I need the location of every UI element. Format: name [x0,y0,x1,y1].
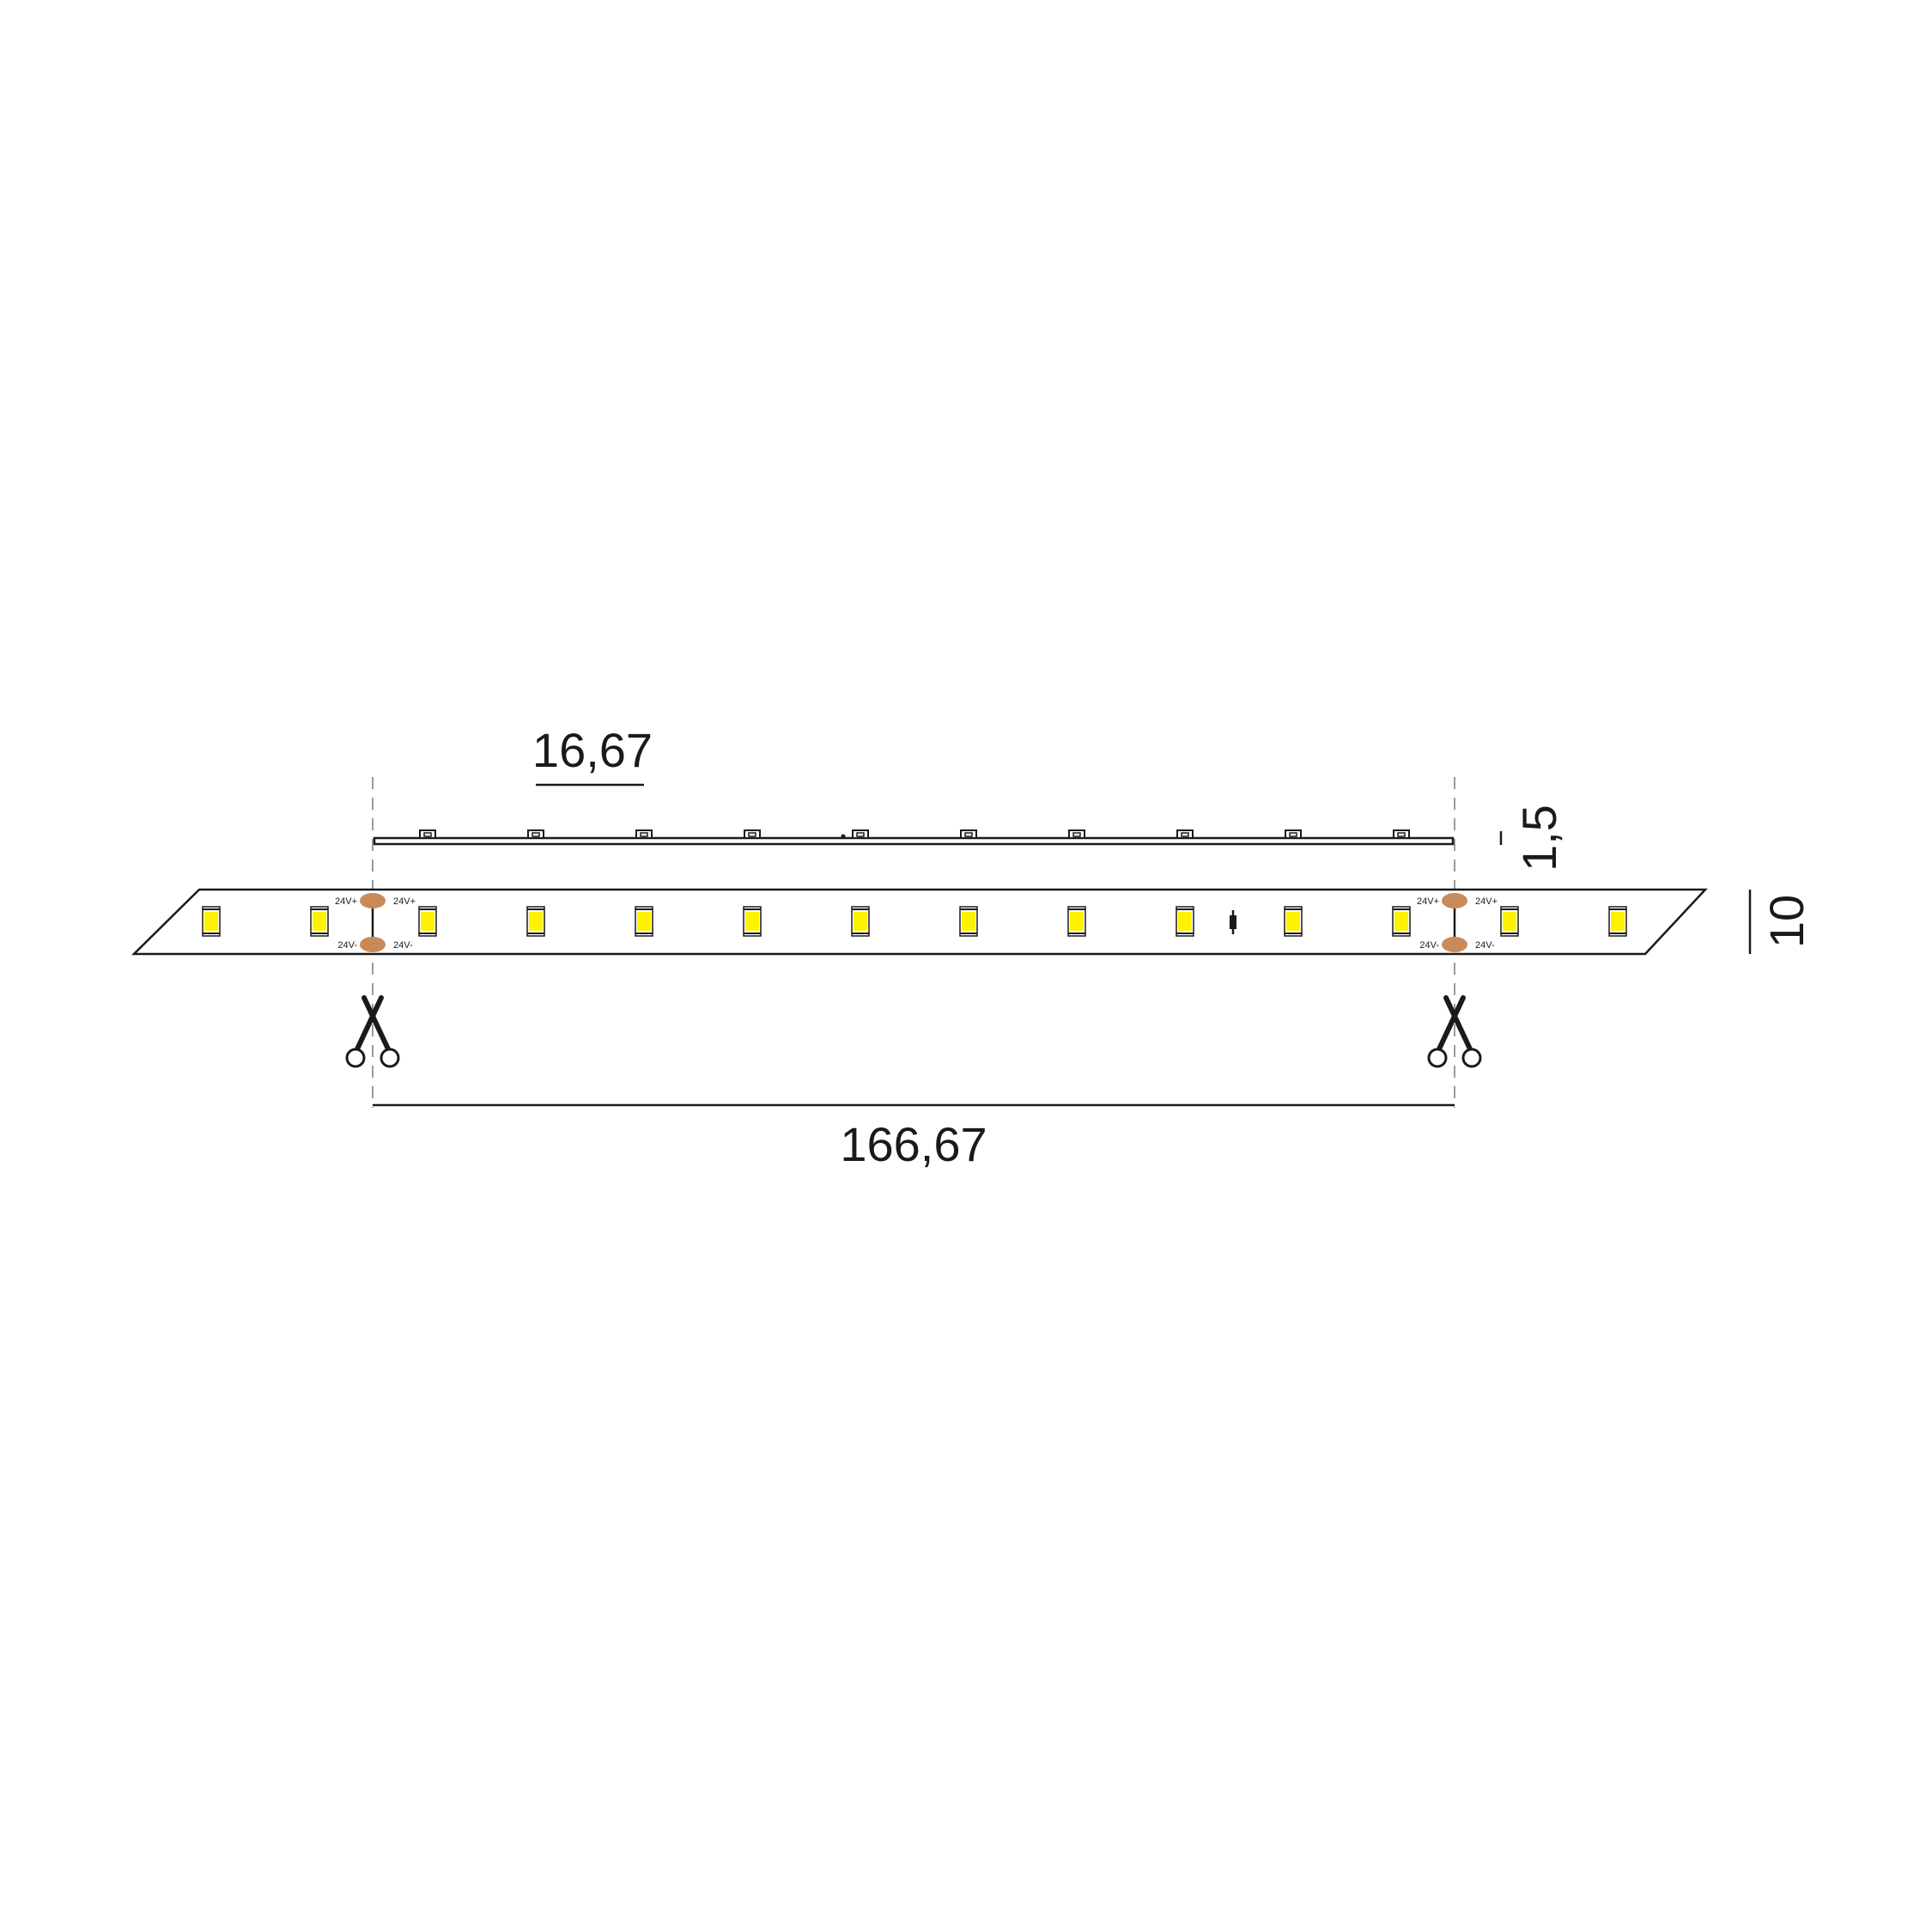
side-view-led [960,829,977,839]
smd-led-icon [1392,906,1411,937]
pad-label: 24V+ [335,896,357,907]
smd-led-icon [526,906,545,937]
side-view-board [373,836,1455,846]
side-view-led [1176,829,1194,839]
scissors-icon [1427,995,1482,1068]
smd-led-icon [418,906,437,937]
smd-led-icon [1284,906,1303,937]
scissors-icon [345,995,400,1068]
solder-pad [1442,937,1467,952]
pad-label: 24V+ [1417,896,1439,907]
strip-side-view [373,829,1455,846]
strip-top-view-outline [131,888,1708,956]
pad-label: 24V- [1419,940,1439,951]
side-view-led [1393,829,1410,839]
solder-pad-group: 24V+ 24V+ 24V- 24V- 24V+ 24V+ 24V- 24V- [335,893,1498,952]
width-dimension-label: 10 [1759,895,1814,948]
side-view-led [744,829,761,839]
side-view-led [635,829,653,839]
solder-pad [360,937,386,952]
smd-led-icon [743,906,762,937]
smd-led-icon [1176,906,1194,937]
smd-led-icon [1500,906,1519,937]
smd-led-icon [959,906,978,937]
pad-label: 24V+ [1475,896,1498,907]
pad-label: 24V- [337,940,357,951]
smd-led-icon [635,906,653,937]
smd-led-icon [851,906,870,937]
smd-led-icon [202,906,221,937]
side-view-led [419,829,436,839]
pad-label: 24V- [393,940,413,951]
side-view-led [1068,829,1085,839]
smd-led-icon [310,906,329,937]
pad-label: 24V+ [393,896,416,907]
led-group [202,906,1627,937]
smd-led-icon [1067,906,1086,937]
side-view-resistor [841,834,846,839]
side-view-led [527,829,544,839]
thickness-dimension-label: 1,5 [1512,805,1566,872]
pitch-dimension-label: 16,67 [532,723,653,777]
smd-led-icon [1608,906,1627,937]
solder-pad [1442,893,1467,908]
side-view-led [1285,829,1302,839]
resistor-icon [1230,910,1236,934]
segment-dimension-label: 166,67 [840,1117,987,1171]
solder-pad [360,893,386,908]
side-view-led [852,829,869,839]
pad-label: 24V- [1475,940,1495,951]
